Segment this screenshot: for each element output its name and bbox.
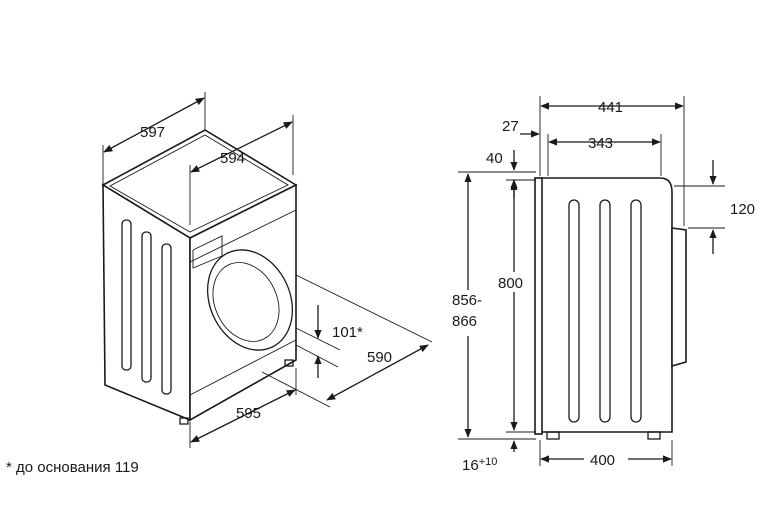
- label-16: 16+10: [462, 456, 497, 474]
- label-590: 590: [367, 349, 392, 366]
- dim-door-depth: 101*: [295, 305, 363, 378]
- dim-width-top: 597: [102, 92, 206, 185]
- dim-feet: 16+10: [462, 440, 518, 474]
- vent-slot: [141, 231, 152, 383]
- label-441: 441: [598, 99, 623, 116]
- dim-top-offset: 40: [458, 150, 536, 198]
- label-40: 40: [486, 150, 503, 167]
- dim-total-height: 856- 866: [450, 173, 536, 440]
- label-594: 594: [220, 150, 245, 167]
- label-101: 101*: [332, 324, 363, 341]
- label-595: 595: [236, 405, 261, 422]
- vent-slot: [568, 199, 580, 423]
- label-400: 400: [590, 452, 615, 469]
- dim-total-depth: 441: [539, 96, 685, 226]
- dim-cabinet-height: 800: [496, 179, 536, 433]
- label-120: 120: [730, 201, 755, 218]
- label-27: 27: [502, 118, 519, 135]
- isometric-view: 597 594 101* 590 595: [6, 92, 433, 476]
- vent-slot: [161, 243, 172, 395]
- footnote: * до основания 119: [6, 459, 139, 476]
- dim-back-offset: 27: [502, 118, 549, 176]
- label-866: 866: [452, 313, 477, 330]
- side-view: 441 27 343 40 856- 866: [450, 96, 755, 474]
- machine-body-iso: [101, 129, 298, 425]
- vent-slot: [599, 199, 611, 423]
- label-800: 800: [498, 275, 523, 292]
- dim-door-height: 120: [674, 160, 755, 254]
- dim-base-depth: 400: [539, 440, 673, 469]
- feet-tolerance: +10: [479, 456, 498, 468]
- machine-body-side: [534, 177, 687, 440]
- label-343: 343: [588, 135, 613, 152]
- label-597: 597: [140, 124, 165, 141]
- label-856: 856-: [452, 292, 482, 309]
- dim-cabinet-depth: 343: [548, 134, 662, 176]
- feet-base-value: 16: [462, 457, 479, 474]
- vent-slot: [630, 199, 642, 423]
- dim-depth-top: 594: [189, 115, 294, 225]
- dim-width-base: 595: [189, 368, 297, 448]
- vent-slot: [121, 219, 132, 371]
